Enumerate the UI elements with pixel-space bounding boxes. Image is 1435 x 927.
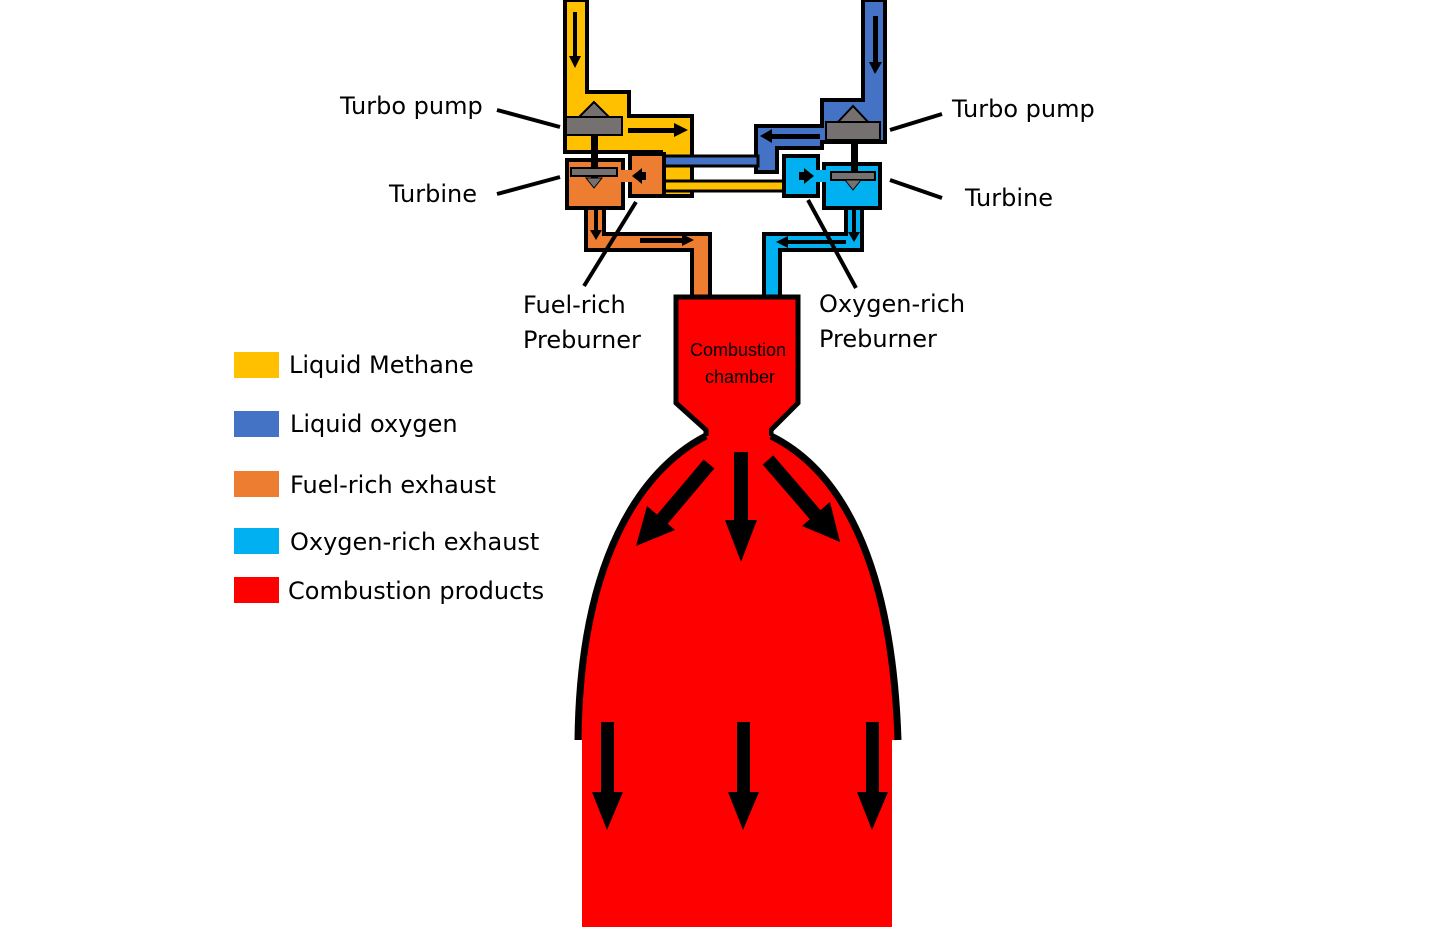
flow-arrow-nozzle-right-head (802, 502, 840, 542)
legend-swatch (234, 471, 279, 497)
oxygen-line (754, 0, 887, 174)
flow-arrow-plume-left (601, 722, 614, 794)
label-combustion-chamber-2: chamber (705, 367, 775, 387)
label-turbine-right: Turbine (964, 184, 1053, 212)
right-turbine-disk (830, 171, 876, 181)
flow-arrow-ox-exhaust-left (786, 240, 846, 244)
oxygen-crossfeed (660, 154, 760, 168)
flow-arrow-nozzle-left (654, 459, 715, 527)
flow-arrow-oxygen-down (873, 16, 878, 64)
flow-arrow-fuel-exhaust-right-head (682, 234, 694, 246)
legend-label: Liquid Methane (289, 351, 474, 379)
legend-label: Liquid oxygen (290, 410, 458, 438)
nozzle-wall-left (574, 432, 708, 741)
flow-arrow-ox-preburner-tail (799, 172, 805, 180)
flow-arrow-ox-exhaust-down (852, 206, 856, 234)
legend-swatch (234, 411, 279, 437)
left-shaft (591, 134, 598, 180)
left-turbo-pump (565, 116, 623, 136)
flow-arrow-nozzle-center (734, 452, 748, 522)
flow-arrow-plume-center-head (728, 792, 759, 830)
leader-turbo-pump-left (496, 108, 561, 129)
methane-crossfeed (660, 179, 788, 193)
flow-arrow-methane-down (573, 12, 577, 58)
label-fuel-preburner-1: Fuel-rich (523, 291, 626, 319)
chamber-throat-fill (709, 426, 769, 442)
flow-arrow-oxygen-down-head (869, 62, 882, 74)
leader-fuel-preburner (582, 200, 638, 288)
right-shaft (851, 138, 858, 172)
left-turbine-blade-icon (584, 177, 604, 189)
right-turbo-pump (825, 121, 881, 141)
fuel-link (621, 170, 632, 182)
flow-arrow-plume-right-head (857, 792, 888, 830)
label-turbo-pump-right: Turbo pump (951, 95, 1095, 123)
leader-turbo-pump-right (889, 112, 943, 132)
flow-arrow-fuel-preburner (632, 168, 642, 184)
leader-ox-preburner (806, 199, 858, 289)
legend-swatch (234, 528, 279, 554)
flow-arrow-methane-down-head (569, 56, 581, 68)
flow-arrow-methane-right-head (674, 123, 688, 137)
flow-arrow-fuel-exhaust-right (640, 238, 682, 243)
flow-arrow-ox-preburner (804, 168, 814, 184)
flow-arrow-nozzle-left-head (636, 506, 675, 546)
leader-turbine-left (496, 175, 561, 196)
label-turbo-pump-left: Turbo pump (339, 92, 483, 120)
legend-swatch (234, 577, 279, 603)
label-ox-preburner-1: Oxygen-rich (819, 290, 965, 318)
nozzle-wall-right (769, 432, 902, 741)
leader-turbine-right (889, 178, 943, 200)
legend-label: Fuel-rich exhaust (290, 471, 496, 499)
label-ox-preburner-2: Preburner (819, 325, 937, 353)
flow-arrow-oxygen-left (772, 134, 820, 139)
label-fuel-preburner-2: Preburner (523, 326, 641, 354)
flow-arrow-fuel-exhaust-down-head (590, 230, 602, 240)
legend-label: Oxygen-rich exhaust (290, 528, 539, 556)
flow-arrow-methane-right (628, 128, 674, 133)
flow-arrow-plume-left-head (592, 792, 623, 830)
flow-arrow-nozzle-right (762, 455, 824, 523)
label-turbine-left: Turbine (388, 180, 477, 208)
legend: Liquid Methane Liquid oxygen Fuel-rich e… (234, 351, 544, 605)
right-turbine-blade-icon (843, 179, 863, 191)
left-turbine-disk (570, 167, 618, 177)
flow-arrow-oxygen-left-head (760, 129, 772, 143)
flow-arrow-plume-right (866, 722, 879, 794)
label-combustion-chamber-1: Combustion (690, 340, 786, 360)
legend-swatch (234, 352, 279, 378)
flow-arrow-ox-exhaust-down-head (848, 232, 860, 242)
flow-arrow-plume-center (737, 722, 750, 794)
legend-label: Combustion products (288, 577, 544, 605)
ox-link (816, 170, 826, 182)
flow-arrow-ox-exhaust-left-head (776, 236, 788, 248)
flow-arrow-fuel-exhaust-down (594, 206, 598, 232)
flow-arrow-nozzle-center-head (725, 520, 757, 562)
flow-arrow-fuel-preburner-tail (640, 172, 646, 180)
